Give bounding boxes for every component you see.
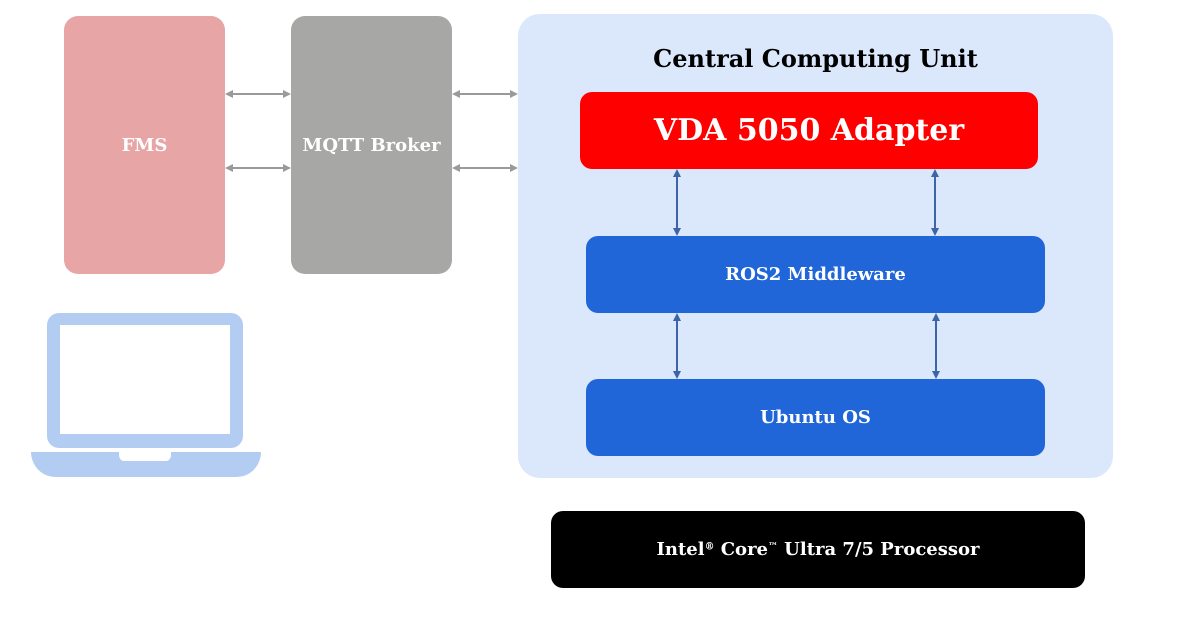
vda5050-adapter-label: VDA 5050 Adapter [653, 113, 965, 148]
intel-processor-label: Intel® Core™ Ultra 7/5 Processor [656, 539, 979, 560]
ubuntu-os-block: Ubuntu OS [586, 379, 1045, 456]
central-computing-unit-title: Central Computing Unit [653, 44, 978, 73]
registered-mark: ® [704, 541, 715, 553]
fms-label: FMS [121, 134, 168, 156]
intel-processor-block: Intel® Core™ Ultra 7/5 Processor [551, 511, 1085, 588]
label-part: Core [714, 539, 769, 560]
ros2-middleware-label: ROS2 Middleware [725, 264, 906, 285]
fms-block: FMS [64, 16, 225, 274]
mqtt-broker-block: MQTT Broker [291, 16, 452, 274]
vda5050-adapter-block: VDA 5050 Adapter [580, 92, 1038, 169]
mqtt-broker-label: MQTT Broker [302, 134, 441, 156]
label-part: Intel [656, 539, 705, 560]
trademark-mark: ™ [768, 541, 778, 553]
laptop-icon [31, 313, 261, 477]
ros2-middleware-block: ROS2 Middleware [586, 236, 1045, 313]
ubuntu-os-label: Ubuntu OS [760, 407, 871, 428]
label-part: Ultra 7/5 Processor [777, 539, 980, 560]
